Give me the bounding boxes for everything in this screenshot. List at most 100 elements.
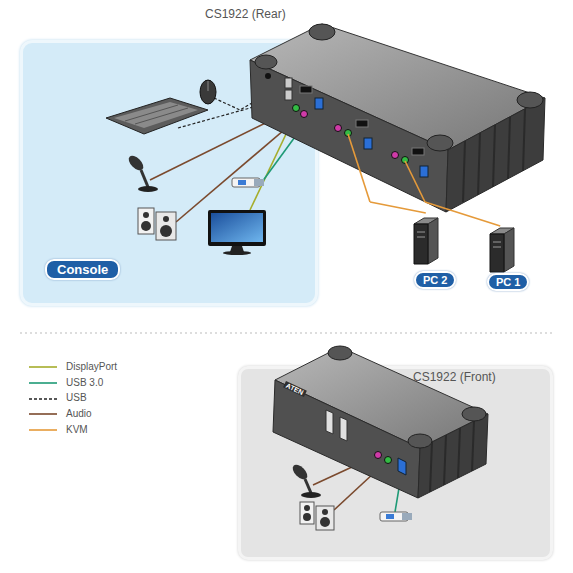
kvm-wire bbox=[405, 161, 425, 202]
usb-stick bbox=[238, 180, 246, 185]
node-heading: CS1922 (Rear) bbox=[205, 7, 286, 21]
legend-line bbox=[29, 414, 57, 416]
device-rib bbox=[508, 117, 510, 179]
legend-line bbox=[29, 429, 57, 431]
device-rib bbox=[478, 133, 480, 195]
device-rib bbox=[444, 435, 446, 485]
speaker bbox=[163, 216, 169, 222]
displayport-port bbox=[356, 120, 368, 127]
speaker bbox=[141, 221, 151, 231]
usb-stick bbox=[254, 179, 264, 186]
legend-sample bbox=[28, 409, 58, 419]
select-button bbox=[326, 410, 333, 434]
speaker bbox=[304, 505, 310, 511]
device-end-face bbox=[418, 414, 488, 498]
legend-item: USB bbox=[28, 392, 87, 403]
speaker bbox=[156, 212, 176, 240]
pc-tower bbox=[417, 232, 425, 233]
device-foot bbox=[462, 407, 486, 421]
device-rib bbox=[523, 109, 525, 171]
legend-item: Audio bbox=[28, 408, 92, 419]
speaker bbox=[143, 212, 149, 218]
legend-item: DisplayPort bbox=[28, 361, 117, 372]
usb3-port bbox=[315, 98, 323, 109]
legend-sample bbox=[28, 362, 58, 372]
audio-port bbox=[293, 105, 300, 112]
select-button bbox=[340, 417, 347, 441]
pc-tower bbox=[490, 234, 504, 272]
microphone bbox=[290, 462, 310, 482]
monitor bbox=[208, 210, 266, 246]
monitor-screen bbox=[211, 213, 263, 242]
usb-stick bbox=[386, 514, 394, 519]
kvm-cable bbox=[425, 202, 500, 226]
node-label-pill: Console bbox=[45, 259, 120, 280]
device-rib bbox=[463, 141, 465, 202]
microphone bbox=[141, 170, 148, 187]
device-foot bbox=[255, 55, 277, 69]
usb-stick bbox=[402, 513, 412, 520]
device-rib bbox=[458, 428, 460, 478]
device-rib bbox=[493, 125, 495, 187]
speaker bbox=[322, 509, 328, 515]
legend-sample bbox=[28, 425, 58, 435]
device-foot bbox=[517, 92, 543, 108]
usb3-port bbox=[364, 138, 372, 149]
audio-port bbox=[392, 152, 399, 159]
speaker bbox=[160, 225, 172, 237]
device-foot bbox=[408, 434, 432, 448]
node-heading: CS1922 (Front) bbox=[413, 370, 496, 384]
device-rear-face bbox=[250, 60, 448, 212]
legend-text: Audio bbox=[66, 408, 92, 419]
device-foot bbox=[309, 24, 335, 40]
legend-text: USB 3.0 bbox=[66, 377, 103, 388]
speaker bbox=[300, 502, 314, 524]
node-label-pill: PC 2 bbox=[414, 271, 456, 289]
usb3-port bbox=[420, 166, 428, 177]
pc-tower bbox=[504, 228, 514, 272]
keyboard-keys bbox=[114, 102, 198, 128]
usb-port bbox=[285, 78, 292, 88]
displayport-port bbox=[300, 86, 312, 93]
monitor-stand bbox=[223, 251, 251, 255]
legend-sample bbox=[28, 394, 58, 404]
usb3-port bbox=[398, 458, 406, 475]
keyboard bbox=[106, 98, 208, 134]
microphone bbox=[138, 186, 158, 192]
speaker bbox=[320, 517, 330, 527]
device-rib bbox=[430, 442, 432, 492]
pc-tower bbox=[493, 242, 501, 243]
device-front-face bbox=[273, 380, 420, 498]
mouse bbox=[208, 81, 209, 91]
legend-text: DisplayPort bbox=[66, 361, 117, 372]
legend-item: KVM bbox=[28, 424, 88, 435]
audio-port bbox=[301, 111, 308, 118]
microphone bbox=[305, 479, 311, 493]
pc-tower bbox=[414, 224, 428, 264]
speaker bbox=[316, 506, 334, 530]
audio-port bbox=[375, 452, 382, 459]
mouse bbox=[200, 80, 216, 104]
speaker bbox=[138, 208, 154, 234]
audio-port bbox=[385, 457, 392, 464]
device-rib bbox=[472, 421, 474, 471]
node-label-pill: PC 1 bbox=[487, 273, 529, 291]
legend-sample bbox=[28, 378, 58, 388]
pc-tower bbox=[417, 237, 425, 238]
legend-text: USB bbox=[66, 392, 87, 403]
speaker bbox=[303, 513, 311, 521]
device-end-face bbox=[446, 98, 545, 212]
pc-tower bbox=[428, 218, 438, 264]
legend-item: USB 3.0 bbox=[28, 377, 103, 388]
legend-line bbox=[29, 398, 57, 400]
microphone bbox=[126, 153, 146, 173]
kvm-wire bbox=[348, 134, 370, 202]
legend-line bbox=[29, 367, 57, 369]
displayport-port bbox=[412, 148, 424, 155]
keyboard-keys bbox=[135, 108, 188, 124]
device-foot bbox=[427, 135, 453, 151]
separator-line bbox=[20, 333, 552, 334]
device-foot bbox=[328, 346, 352, 360]
